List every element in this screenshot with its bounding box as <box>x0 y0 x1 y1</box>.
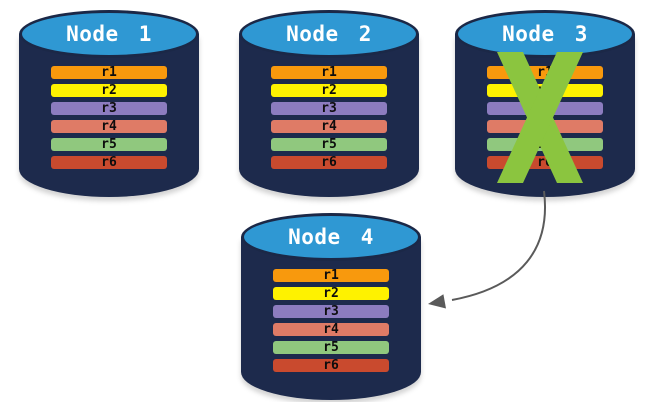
row-r3: r3 <box>51 102 167 115</box>
node-4-title: Node 4 <box>288 225 374 249</box>
row-label: r4 <box>321 119 337 134</box>
node-2-row-list: r1 r2 r3 r4 r5 r6 <box>271 66 387 169</box>
row-label: r6 <box>101 155 117 170</box>
row-label: r3 <box>321 101 337 116</box>
row-label: r6 <box>321 155 337 170</box>
row-r6: r6 <box>51 156 167 169</box>
row-label: r1 <box>323 268 339 283</box>
node-3-title: Node 3 <box>502 22 588 46</box>
row-label: r1 <box>321 65 337 80</box>
row-r2: r2 <box>273 287 389 300</box>
row-r4: r4 <box>51 120 167 133</box>
row-label: r5 <box>321 137 337 152</box>
node-4-row-list: r1 r2 r3 r4 r5 r6 <box>273 269 389 372</box>
row-r6: r6 <box>271 156 387 169</box>
row-r5: r5 <box>51 138 167 151</box>
node-4: Node 4 r1 r2 r3 r4 r5 r6 <box>241 213 421 400</box>
node-1: Node 1 r1 r2 r3 r4 r5 r6 <box>19 10 199 197</box>
row-r2: r2 <box>271 84 387 97</box>
row-label: r3 <box>323 304 339 319</box>
row-r5: r5 <box>271 138 387 151</box>
row-label: r2 <box>323 286 339 301</box>
row-r1: r1 <box>51 66 167 79</box>
x-mark-icon <box>497 52 583 183</box>
row-label: r2 <box>101 83 117 98</box>
row-r6: r6 <box>273 359 389 372</box>
row-label: r1 <box>101 65 117 80</box>
row-r3: r3 <box>273 305 389 318</box>
node-4-cylinder-top: Node 4 <box>241 213 421 261</box>
row-r2: r2 <box>51 84 167 97</box>
node-2-title: Node 2 <box>286 22 372 46</box>
node-2-cylinder-body <box>239 34 419 197</box>
row-label: r3 <box>101 101 117 116</box>
node-1-cylinder-top: Node 1 <box>19 10 199 58</box>
row-r5: r5 <box>273 341 389 354</box>
row-label: r6 <box>323 358 339 373</box>
node-1-title: Node 1 <box>66 22 152 46</box>
node-2: Node 2 r1 r2 r3 r4 r5 r6 <box>239 10 419 197</box>
row-label: r4 <box>101 119 117 134</box>
node-4-cylinder-body <box>241 237 421 400</box>
row-r1: r1 <box>271 66 387 79</box>
row-label: r4 <box>323 322 339 337</box>
row-r3: r3 <box>271 102 387 115</box>
node-2-cylinder-top: Node 2 <box>239 10 419 58</box>
row-r4: r4 <box>271 120 387 133</box>
row-r1: r1 <box>273 269 389 282</box>
row-label: r5 <box>101 137 117 152</box>
row-label: r5 <box>323 340 339 355</box>
node-1-row-list: r1 r2 r3 r4 r5 r6 <box>51 66 167 169</box>
node-3-cylinder-top: Node 3 <box>455 10 635 58</box>
row-r4: r4 <box>273 323 389 336</box>
node-3: Node 3 r1 r2 r3 r4 r5 r6 <box>455 10 635 197</box>
node-1-cylinder-body <box>19 34 199 197</box>
row-label: r2 <box>321 83 337 98</box>
